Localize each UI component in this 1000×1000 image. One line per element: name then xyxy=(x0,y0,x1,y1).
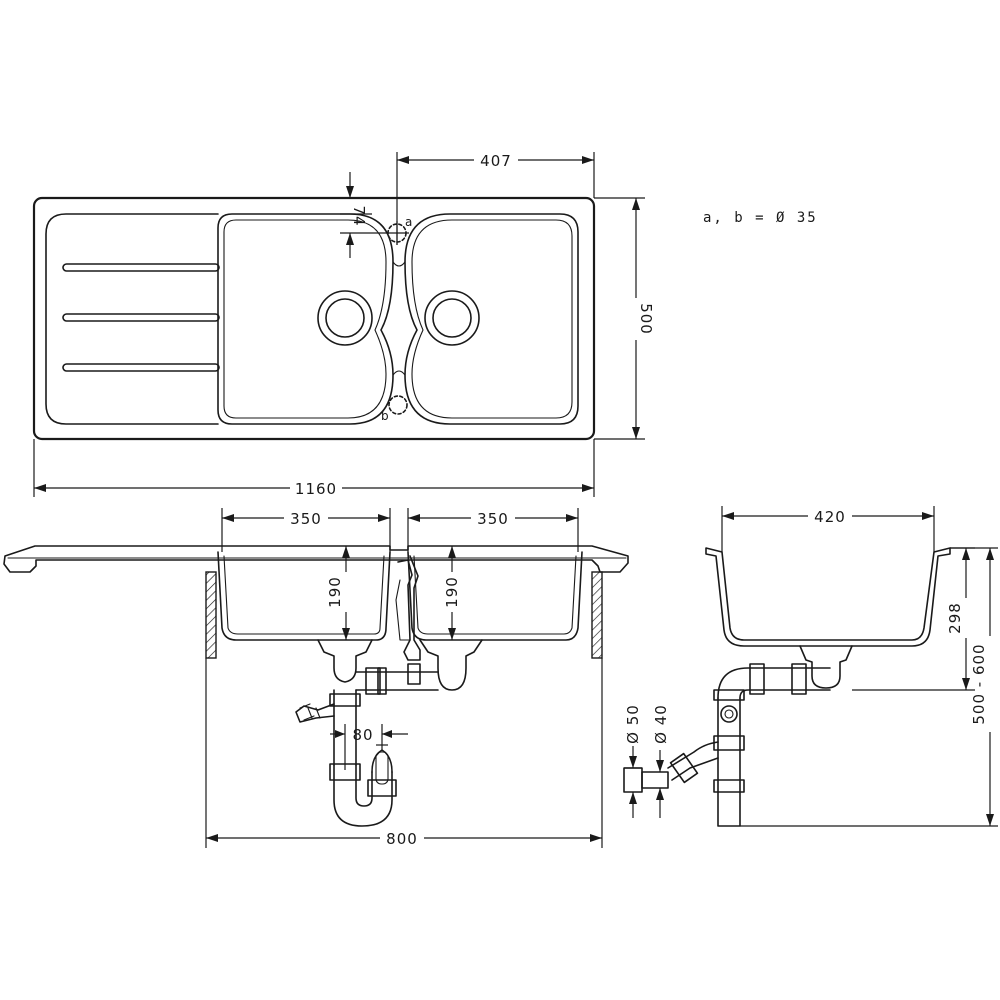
vertical-drain-pipe xyxy=(333,689,357,766)
dim-190-right-lines xyxy=(444,546,460,640)
dim-500-600-lines xyxy=(740,547,999,827)
dim-500-lines xyxy=(594,197,645,440)
bowl-divider xyxy=(392,261,406,376)
dim-d50-lines xyxy=(624,746,642,818)
front-left-drain xyxy=(317,639,373,683)
dim-d40-lines xyxy=(656,750,664,818)
front-view: 350 350 190 190 xyxy=(3,508,629,848)
side-view: 420 298 500 - 600 Ø 5 xyxy=(623,506,999,827)
countertop-profile xyxy=(3,545,629,573)
dim-d50: Ø 50 xyxy=(624,704,642,744)
overflow-hole-b xyxy=(388,395,408,415)
side-wall-connector xyxy=(623,767,643,793)
dim-350-left-lines xyxy=(221,508,391,552)
dim-80: 80 xyxy=(352,726,373,744)
side-branch-pipe xyxy=(667,741,719,781)
appliance-connector xyxy=(295,703,335,723)
side-drain xyxy=(799,645,853,689)
front-right-drain xyxy=(419,639,483,691)
side-horizontal-pipe xyxy=(717,667,831,699)
hole-diameter-note: a, b = Ø 35 xyxy=(703,210,818,226)
top-view: a b 407 74 xyxy=(32,150,655,498)
dim-407-lines xyxy=(396,150,595,245)
dim-800-lines xyxy=(205,658,603,848)
dim-500-600: 500 - 600 xyxy=(970,643,988,724)
dim-350-left: 350 xyxy=(290,510,322,528)
dim-500: 500 xyxy=(637,303,655,335)
dim-407: 407 xyxy=(480,152,512,170)
drainer-board xyxy=(45,213,219,425)
dim-298: 298 xyxy=(946,602,964,634)
left-bowl-outline xyxy=(217,213,394,425)
dim-80-lines xyxy=(330,724,408,770)
label-a: a xyxy=(405,215,412,229)
dim-190-left: 190 xyxy=(326,576,344,608)
dim-350-right-lines xyxy=(407,508,579,552)
right-bowl-inner xyxy=(411,219,573,419)
dim-74: 74 xyxy=(350,205,368,226)
dim-1160-lines xyxy=(33,439,595,497)
left-drain xyxy=(317,290,373,346)
dim-190-right: 190 xyxy=(443,576,461,608)
right-drain xyxy=(424,290,480,346)
right-bowl-outline xyxy=(404,213,579,425)
side-bowl-profile xyxy=(705,547,951,647)
dim-800: 800 xyxy=(386,830,418,848)
front-left-bowl xyxy=(217,551,391,641)
dim-420-lines xyxy=(721,506,935,552)
sink-outer-rim xyxy=(32,196,596,441)
cabinet-left-panel xyxy=(205,571,217,659)
connecting-pipe xyxy=(355,671,439,691)
dim-420: 420 xyxy=(814,508,846,526)
s-trap xyxy=(333,764,393,827)
dim-d40: Ø 40 xyxy=(652,704,670,744)
overflow-pipe xyxy=(397,555,421,661)
label-b: b xyxy=(381,409,389,423)
side-vertical-pipe xyxy=(717,697,741,827)
front-right-bowl xyxy=(407,551,583,641)
left-bowl-inner xyxy=(223,219,387,419)
cabinet-right-panel xyxy=(591,571,603,659)
dim-190-left-lines xyxy=(338,546,354,640)
dim-350-right: 350 xyxy=(477,510,509,528)
dim-74-lines xyxy=(340,172,385,258)
drainer-grooves xyxy=(62,263,220,372)
dim-1160: 1160 xyxy=(295,480,337,498)
dim-298-lines xyxy=(852,547,975,691)
